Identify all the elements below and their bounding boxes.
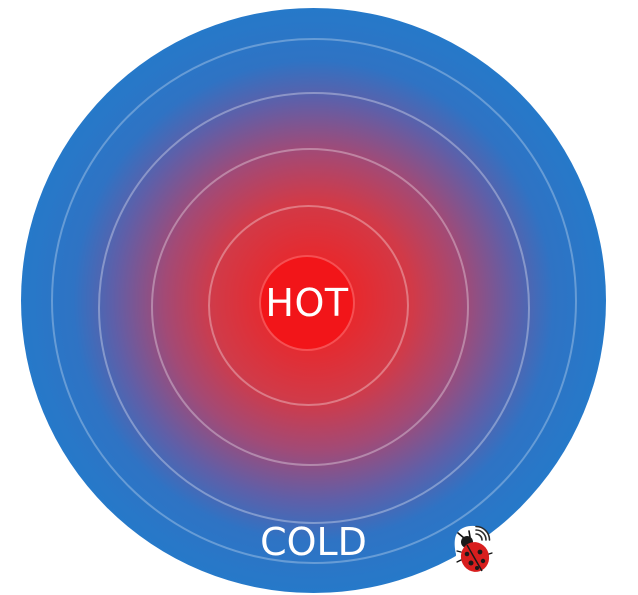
wifi-signal-icon (475, 525, 491, 541)
distance-ring-3 (98, 92, 530, 524)
distance-ring-outer (51, 38, 577, 564)
player-ladybug[interactable] (452, 524, 496, 576)
hot-target-zone: HOT (259, 255, 355, 351)
hot-label: HOT (265, 281, 349, 325)
cold-label: COLD (260, 520, 367, 564)
distance-ring-inner (208, 205, 409, 406)
ladybug-icon (454, 525, 493, 576)
distance-ring-2 (151, 148, 469, 466)
hot-cold-board: HOT COLD (21, 8, 606, 593)
